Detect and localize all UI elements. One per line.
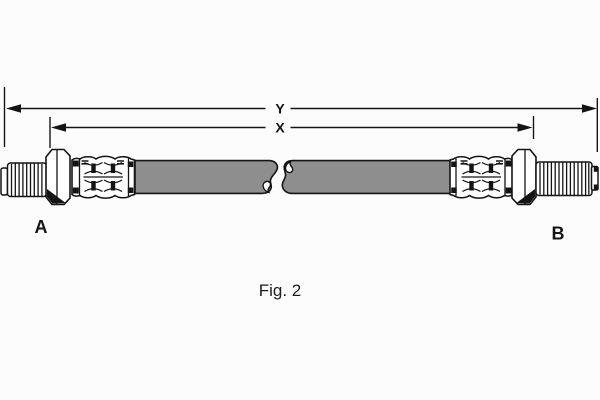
- end-label-b: B: [552, 224, 565, 244]
- dimension-y: Y: [6, 101, 597, 117]
- end-label-a: A: [35, 217, 48, 237]
- arrowhead-x-right-icon: [517, 123, 533, 132]
- fitting-right: [449, 148, 599, 206]
- hose-break-curl-right-icon: [284, 160, 294, 174]
- fitting-right-threads: [535, 161, 593, 197]
- hose-left-section: [134, 159, 279, 195]
- fitting-left-hex-nut: [45, 148, 71, 206]
- fitting-right-end-cap: [590, 165, 599, 191]
- arrowhead-y-right-icon: [582, 104, 597, 113]
- arrowhead-x-left-icon: [51, 123, 66, 132]
- hose-right-section: [281, 159, 452, 195]
- figure-caption: Fig. 2: [259, 281, 302, 300]
- dimension-label-y: Y: [275, 101, 285, 117]
- fitting-left-end-cap: [0, 167, 9, 196]
- fitting-left-threads: [6, 162, 48, 198]
- hose-break-curl-left-icon: [262, 180, 272, 194]
- fitting-left-nut-shadow: [46, 189, 66, 204]
- dimension-extension-lines: [3, 87, 598, 152]
- fitting-right-nut-shadow: [516, 189, 536, 204]
- fitting-left: [0, 148, 136, 206]
- fitting-right-cap-mark-bottom: [593, 184, 598, 190]
- arrowhead-y-left-icon: [6, 104, 21, 113]
- fitting-left-ferrule: [71, 155, 136, 199]
- dimension-label-x: X: [275, 120, 285, 136]
- fitting-right-ferrule: [449, 155, 514, 199]
- dimension-x: X: [51, 120, 533, 136]
- fitting-right-hex-nut: [511, 148, 537, 206]
- hose-body: [134, 159, 452, 195]
- fitting-right-cap-mark-top: [593, 166, 598, 172]
